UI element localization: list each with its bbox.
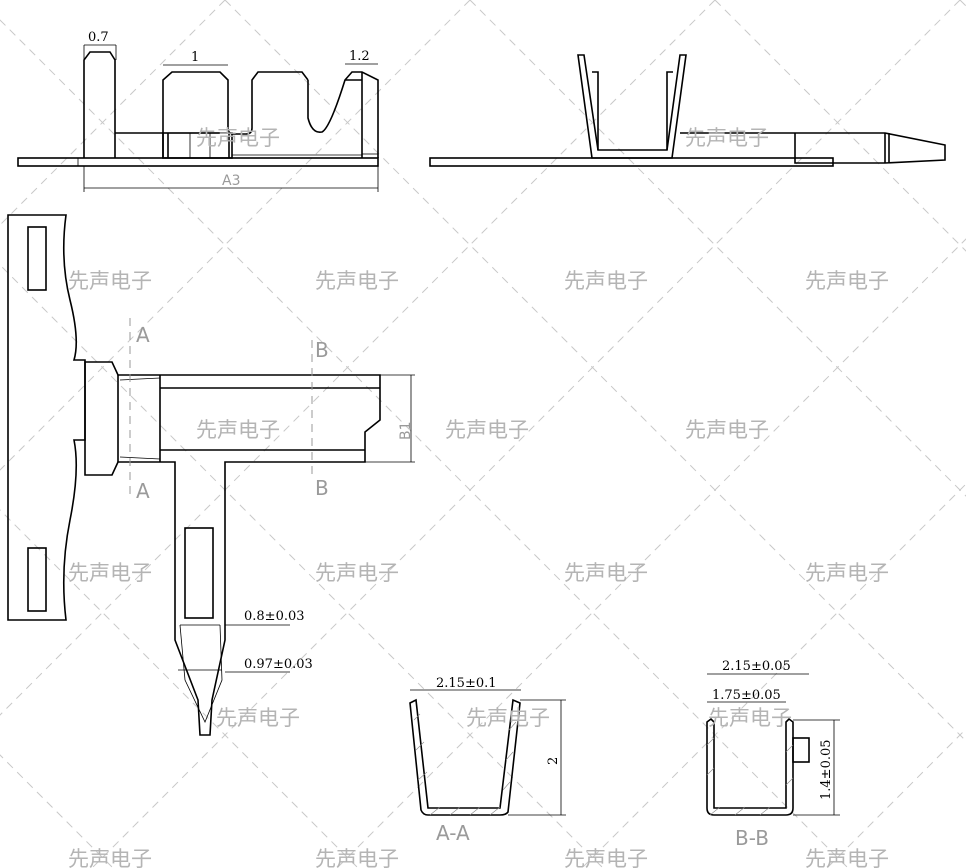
grid-line [0, 754, 114, 868]
grid-line [336, 238, 966, 868]
dim-aa-width: 2.15±0.1 [436, 676, 497, 691]
watermark-text: 先声电子 [685, 126, 769, 150]
watermark-text: 先声电子 [196, 418, 280, 442]
section-mark-b-bottom: B [315, 476, 329, 500]
grid-line [0, 0, 226, 226]
watermark-text: 先声电子 [564, 269, 648, 293]
dim-body-height: B1 [398, 421, 414, 440]
section-label-aa: A-A [436, 821, 470, 845]
grid-line [581, 483, 966, 868]
watermark-text: 先声电子 [466, 706, 550, 730]
watermark-text: 先声电子 [216, 706, 300, 730]
grid-line [224, 0, 966, 742]
grid-line [0, 264, 604, 868]
section-b-b: 2.15±0.05 1.75±0.05 1.4±0.05 B-B [706, 659, 840, 850]
watermark-text: 先声电子 [196, 126, 280, 150]
top-view: A A B B B1 0.8±0.03 0.97±0.03 [7, 214, 415, 736]
watermark-text: 先声电子 [564, 847, 648, 868]
dim-bb-inner-width: 1.75±0.05 [712, 688, 781, 703]
side-view-right [429, 54, 946, 167]
watermark-text: 先声电子 [68, 269, 152, 293]
dim-pin-width: 0.7 [88, 30, 109, 45]
grid-line [0, 0, 716, 716]
dim-right-width: 1.2 [349, 49, 370, 64]
watermark-text: 先声电子 [68, 561, 152, 585]
section-mark-a-top: A [136, 323, 150, 347]
grid-line [0, 509, 359, 868]
watermark-text: 先声电子 [68, 847, 152, 868]
grid-line [0, 19, 849, 868]
dim-aa-height: 2 [546, 757, 561, 765]
section-label-bb: B-B [735, 826, 769, 850]
section-mark-b-top: B [315, 338, 329, 362]
dim-bb-outer-width: 2.15±0.05 [722, 659, 791, 674]
watermark-text: 先声电子 [708, 706, 792, 730]
section-mark-a-bottom: A [136, 479, 150, 503]
watermark-text: 先声电子 [445, 418, 529, 442]
watermark-text: 先声电子 [315, 269, 399, 293]
dim-overall-length: A3 [222, 173, 240, 189]
section-a-a: 2.15±0.1 2 A-A [409, 676, 566, 845]
watermark-text: 先声电子 [805, 561, 889, 585]
dim-bb-height: 1.4±0.05 [819, 739, 834, 800]
dim-stem-width-2: 0.97±0.03 [244, 657, 313, 672]
watermark-text: 先声电子 [564, 561, 648, 585]
dim-stem-width: 0.8±0.03 [244, 609, 305, 624]
dim-box-width: 1 [191, 50, 199, 65]
watermark-text: 先声电子 [315, 561, 399, 585]
watermarks: 先声电子先声电子先声电子先声电子先声电子先声电子先声电子先声电子先声电子先声电子… [68, 126, 889, 868]
watermark-text: 先声电子 [805, 847, 889, 868]
side-view-left: 0.7 1 1.2 A3 [17, 30, 379, 192]
watermark-text: 先声电子 [315, 847, 399, 868]
watermark-text: 先声电子 [805, 269, 889, 293]
watermark-text: 先声电子 [685, 418, 769, 442]
grid-line [91, 0, 961, 868]
grid-line [826, 728, 966, 868]
